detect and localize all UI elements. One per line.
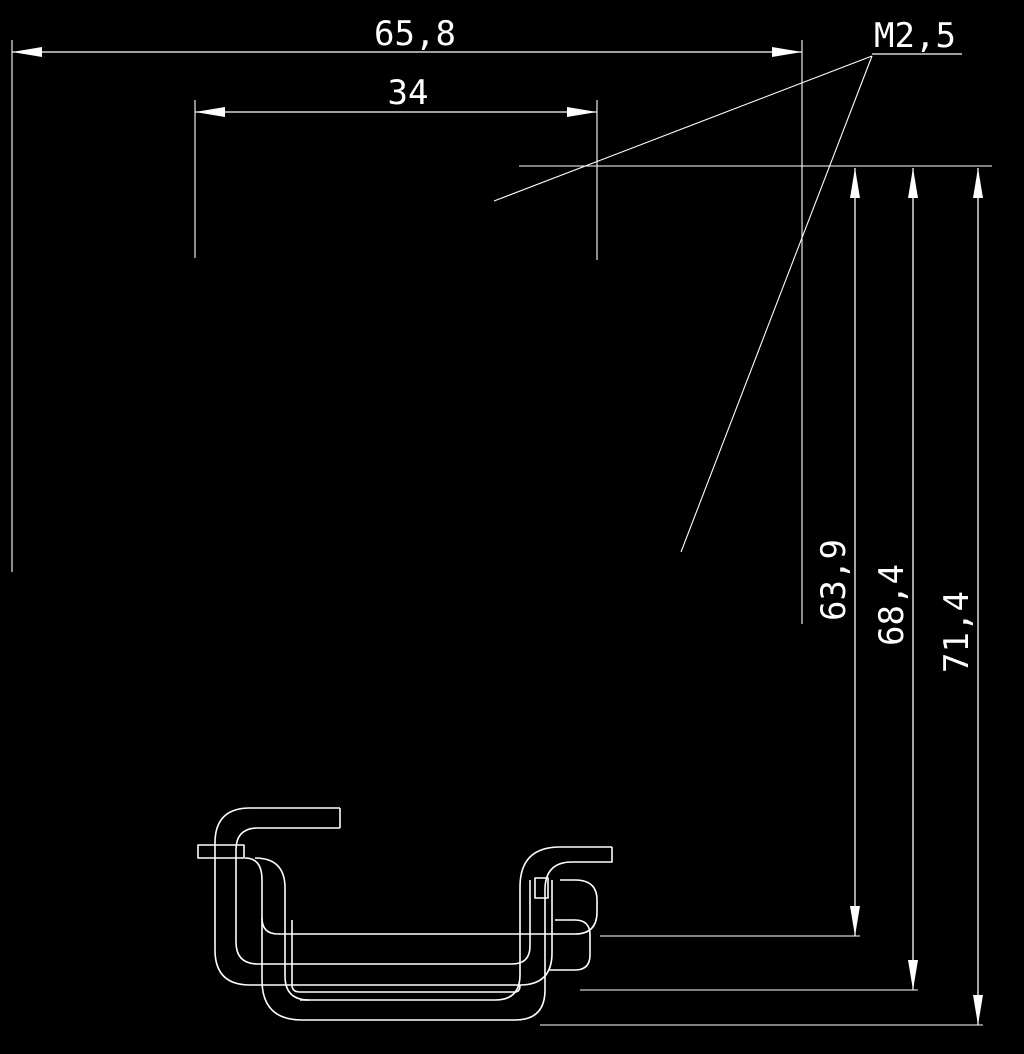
arrowhead-bottom (973, 995, 983, 1025)
channel-left-wall (254, 857, 310, 1001)
arrowhead-left (12, 47, 42, 57)
right-hook-outer (300, 846, 612, 1001)
thread-callout: M2,5 (493, 16, 962, 553)
arrowhead-right (567, 107, 597, 117)
arrowhead-top (973, 168, 983, 198)
bracket-profile (197, 807, 613, 1021)
arrowhead-top (850, 168, 860, 198)
dimension-label-slot-spacing: 34 (388, 73, 429, 113)
dimension-label-height-1: 63,9 (814, 539, 854, 621)
right-tab (534, 877, 549, 899)
thread-label: M2,5 (874, 16, 956, 56)
channel-base (291, 920, 521, 993)
leader-line-1 (493, 55, 873, 202)
dimension-label-overall-width: 65,8 (374, 14, 456, 54)
dimension-label-height-2: 68,4 (872, 564, 912, 646)
arrowhead-right (772, 47, 802, 57)
channel-right-lip (548, 919, 591, 971)
dimension-height-3: 71,4 (540, 168, 983, 1026)
dimension-slot-spacing: 34 (194, 73, 598, 260)
arrowhead-bottom (850, 906, 860, 936)
right-hook-inner (544, 847, 613, 990)
leader-line-2 (680, 55, 873, 553)
dimension-label-height-3: 71,4 (937, 591, 977, 673)
left-tab (197, 844, 245, 859)
bracket-inner-contour (235, 827, 531, 965)
channel-lower (261, 918, 546, 1021)
arrowhead-bottom (908, 960, 918, 990)
bracket-outer-contour (214, 807, 553, 986)
dimension-overall-width: 65,8 (11, 14, 803, 624)
dimension-height-2: 68,4 (580, 168, 918, 991)
channel-upper (244, 857, 598, 935)
dimension-height-1: 63,9 (600, 168, 860, 937)
arrowhead-left (195, 107, 225, 117)
arrowhead-top (908, 168, 918, 198)
